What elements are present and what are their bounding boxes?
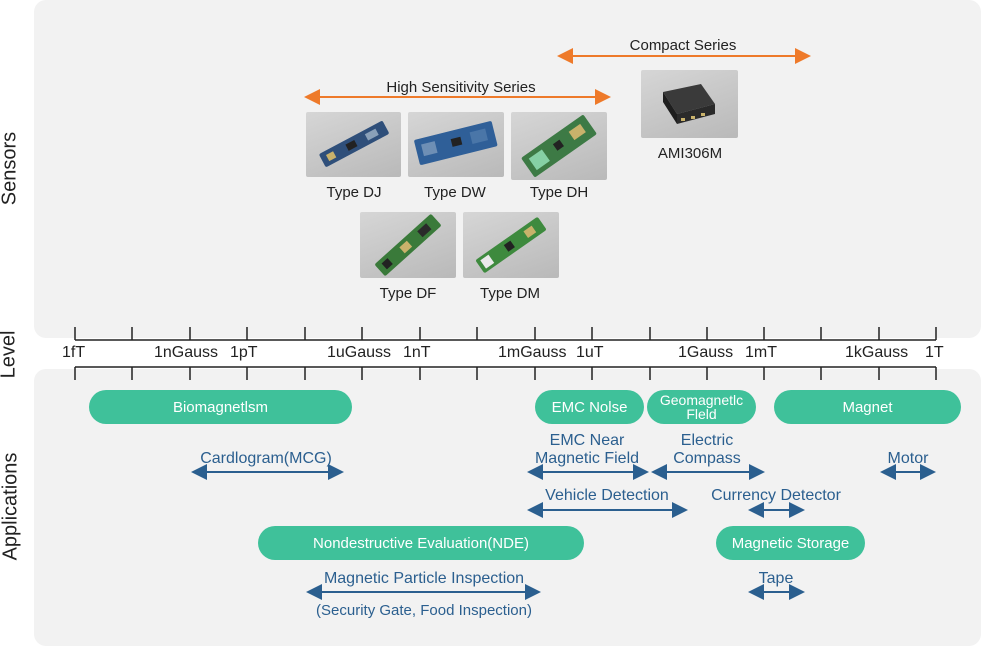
lower-scale [74, 366, 937, 380]
scale-label-1ut: 1uT [576, 344, 604, 361]
category-emc-noise: EMC Nolse [535, 390, 644, 424]
app-cardiogram: Cardlogram(MCG) [200, 450, 332, 467]
scale-label-1ngauss: 1nGauss [154, 344, 219, 361]
sensor-photo-ami306m [641, 70, 738, 138]
sensor-photo-type-dj [306, 112, 401, 177]
scale-label-1mgauss: 1mGauss [498, 344, 567, 361]
scale-label-1t: 1T [925, 344, 944, 361]
app-tape: Tape [758, 570, 794, 587]
sensor-photo-type-dw [408, 112, 504, 177]
category-geomagnetic-field: Geomagnetlc Fleld [647, 390, 756, 424]
caption-type-dw: Type DW [424, 184, 486, 201]
category-magnetic-storage: Magnetic Storage [716, 526, 865, 560]
scale-label-1kgauss: 1kGauss [845, 344, 909, 361]
high-sensitivity-series-label: High Sensitivity Series [386, 79, 536, 96]
scale-label-1ugauss: 1uGauss [327, 344, 392, 361]
scale-label-1ft: 1fT [62, 344, 86, 361]
caption-type-dm: Type DM [479, 285, 541, 302]
sensors-panel [34, 0, 981, 338]
category-biomagnetism: Biomagnetlsm [89, 390, 352, 424]
app-magnetic-particle: Magnetic Particle Inspection [323, 570, 525, 587]
geomagnetic-line-1: Geomagnetlc [659, 392, 744, 408]
upper-scale [74, 327, 937, 341]
emc-near-line-1: EMC Near [549, 432, 625, 449]
caption-type-df: Type DF [379, 285, 437, 302]
geomagnetic-line-2: Fleld [686, 406, 717, 422]
electric-compass-line-1: Electric [680, 432, 734, 449]
app-magnetic-particle-sub: (Security Gate, Food Inspection) [316, 602, 532, 619]
caption-type-dh: Type DH [529, 184, 589, 201]
compact-series-label: Compact Series [629, 37, 737, 54]
category-nde: Nondestructive Evaluation(NDE) [258, 526, 584, 560]
app-emc-near-field: EMC Near Magnetic Field [535, 432, 639, 468]
app-electric-compass: Electric Compass [673, 432, 741, 468]
sensor-photo-type-df [360, 212, 456, 278]
scale-label-1nt: 1nT [403, 344, 431, 361]
scale-label-1mt: 1mT [745, 344, 777, 361]
caption-ami306m: AMI306M [657, 145, 723, 162]
app-vehicle-detection: Vehicle Detection [545, 487, 669, 504]
app-motor: Motor [887, 450, 929, 467]
sensor-photo-type-dm [463, 212, 559, 278]
electric-compass-line-2: Compass [673, 450, 741, 467]
category-magnet: Magnet [774, 390, 961, 424]
app-currency-detector: Currency Detector [711, 487, 841, 504]
emc-near-line-2: Magnetic Field [534, 450, 640, 467]
caption-type-dj: Type DJ [326, 184, 382, 201]
scale-label-1gauss: 1Gauss [678, 344, 734, 361]
scale-label-1pt: 1pT [230, 344, 258, 361]
sensor-photo-type-dh [511, 112, 607, 180]
